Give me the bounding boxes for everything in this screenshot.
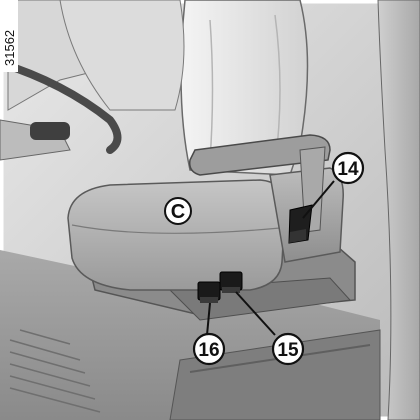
callout-16-label: 16: [198, 340, 219, 361]
leader-line-16: [206, 302, 211, 336]
armrest: [188, 134, 331, 176]
tilt-lever-15[interactable]: [219, 271, 243, 293]
door-sill: [169, 329, 381, 420]
leader-lines: [206, 180, 335, 336]
passenger-backrest: [59, 0, 185, 111]
callout-15: 15: [271, 332, 305, 366]
leader-line-14: [302, 180, 335, 219]
backrest-seam: [209, 19, 214, 161]
callout-c: C: [164, 197, 192, 225]
steering-wheel: [0, 58, 122, 154]
callout-c-label: C: [171, 201, 185, 223]
callout-15-label: 15: [277, 340, 299, 361]
callout-14: 14: [331, 151, 365, 185]
floor-mat: [9, 329, 101, 413]
steering-column: [0, 119, 71, 161]
leader-line-15: [235, 291, 276, 336]
figure-id-label: 31562: [2, 30, 17, 66]
door-pillar: [377, 0, 420, 420]
seat-cushion: [67, 179, 286, 291]
height-lever-16[interactable]: [197, 281, 221, 303]
callout-16: 16: [192, 332, 226, 366]
cushion-seam: [71, 224, 281, 234]
callout-14-label: 14: [337, 159, 359, 180]
figure-id: 31562: [0, 0, 18, 72]
